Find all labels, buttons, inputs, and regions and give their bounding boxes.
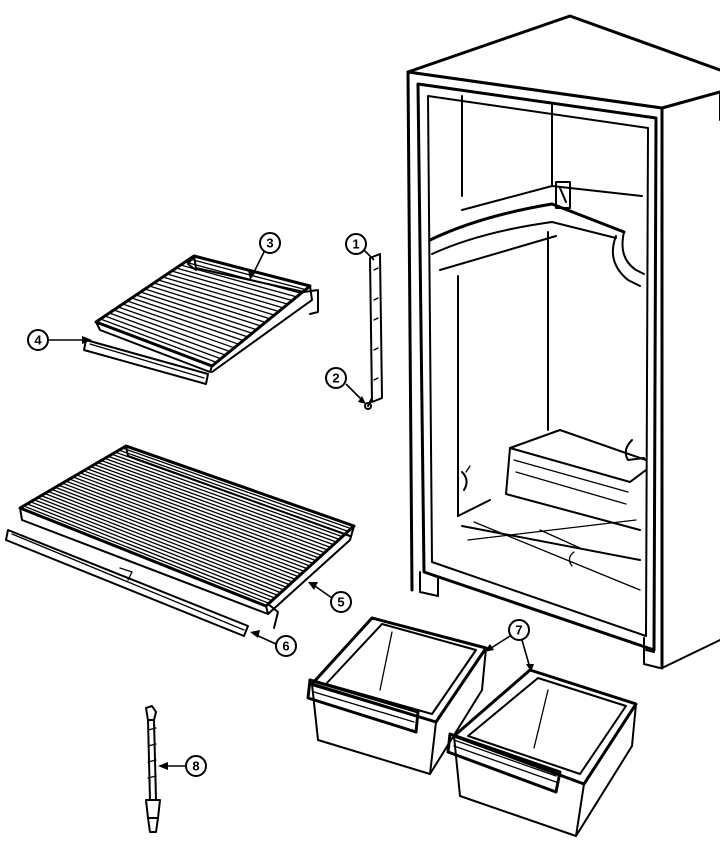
shelf-wire — [188, 258, 307, 291]
shelf-wire — [33, 499, 279, 596]
callout-3: 3 — [248, 232, 281, 280]
shelf-wire — [54, 486, 296, 580]
shelf-wire — [175, 267, 293, 302]
lower-wire-shelf — [5, 444, 356, 637]
shelf-wire — [148, 285, 267, 324]
shelf-wire — [111, 453, 343, 538]
shelf-wire — [139, 291, 258, 331]
shelf-wire — [100, 459, 335, 546]
shelf-wire — [104, 457, 338, 543]
shelf-wire — [144, 288, 262, 327]
shelf-wire — [108, 312, 227, 356]
shelf-wire — [179, 264, 298, 298]
shelf-wire — [99, 318, 218, 364]
shelf-wire — [44, 492, 288, 588]
shelf-wire — [97, 461, 332, 548]
shelf-support-bracket — [364, 253, 383, 410]
shelf-wire — [47, 490, 291, 586]
shelf-wire — [118, 449, 349, 532]
callout-5: 5 — [308, 582, 352, 613]
shelf-wire — [122, 303, 240, 345]
callout-6: 6 — [250, 630, 297, 657]
shelf-wire — [82, 470, 320, 559]
shelf-wire — [121, 447, 352, 530]
callout-1-label: 1 — [352, 237, 359, 252]
callout-8-label: 8 — [192, 759, 199, 774]
callout-4-label: 4 — [34, 333, 42, 348]
callout-3-label: 3 — [266, 236, 273, 251]
callout-2: 2 — [325, 367, 366, 404]
shelf-wire — [135, 294, 253, 334]
shelf-wire — [104, 315, 222, 360]
shelf-wire — [22, 505, 270, 604]
shelf-wire — [26, 503, 273, 602]
crisper-drawer-left — [306, 616, 488, 775]
shelf-wire — [171, 270, 289, 305]
shelf-wire — [68, 478, 308, 570]
shelf-wire — [61, 482, 302, 575]
shelf-wire — [130, 297, 249, 338]
shelf-wire — [90, 466, 326, 554]
upper-wire-shelf — [83, 254, 319, 385]
callout-8: 8 — [158, 755, 207, 777]
refrigerator-cabinet — [406, 14, 720, 670]
callout-5-label: 5 — [337, 595, 344, 610]
callout-7: 7 — [484, 619, 534, 672]
shelf-wire — [72, 476, 311, 567]
shelf-wire — [29, 501, 276, 599]
shelf-wire — [40, 494, 285, 591]
shelf-wire — [37, 497, 282, 594]
shelf-wire — [75, 474, 314, 564]
shelf-wire — [117, 306, 235, 349]
callout-6-label: 6 — [282, 639, 289, 654]
shelf-wire — [58, 484, 299, 578]
shelf-wire — [79, 472, 317, 562]
shelf-wire — [126, 300, 244, 342]
shelf-wire — [107, 455, 340, 540]
shelf-wire — [113, 309, 231, 353]
callout-1: 1 — [345, 233, 375, 261]
callout-2-label: 2 — [332, 371, 339, 386]
shelf-wire — [86, 468, 323, 556]
shelf-wire — [153, 282, 271, 320]
shelf-wire — [51, 488, 294, 583]
callout-7-label: 7 — [515, 623, 522, 638]
shelf-wire — [93, 463, 329, 551]
shelf-wire — [166, 273, 284, 309]
shelf-wire — [65, 480, 305, 572]
shelf-wire — [184, 261, 302, 294]
shelf-wire — [157, 279, 276, 316]
shelf-wire — [162, 276, 280, 313]
callout-4: 4 — [27, 329, 92, 351]
mounting-rod — [145, 705, 161, 833]
shelf-wire — [114, 451, 346, 535]
crisper-drawer-right — [446, 668, 638, 837]
